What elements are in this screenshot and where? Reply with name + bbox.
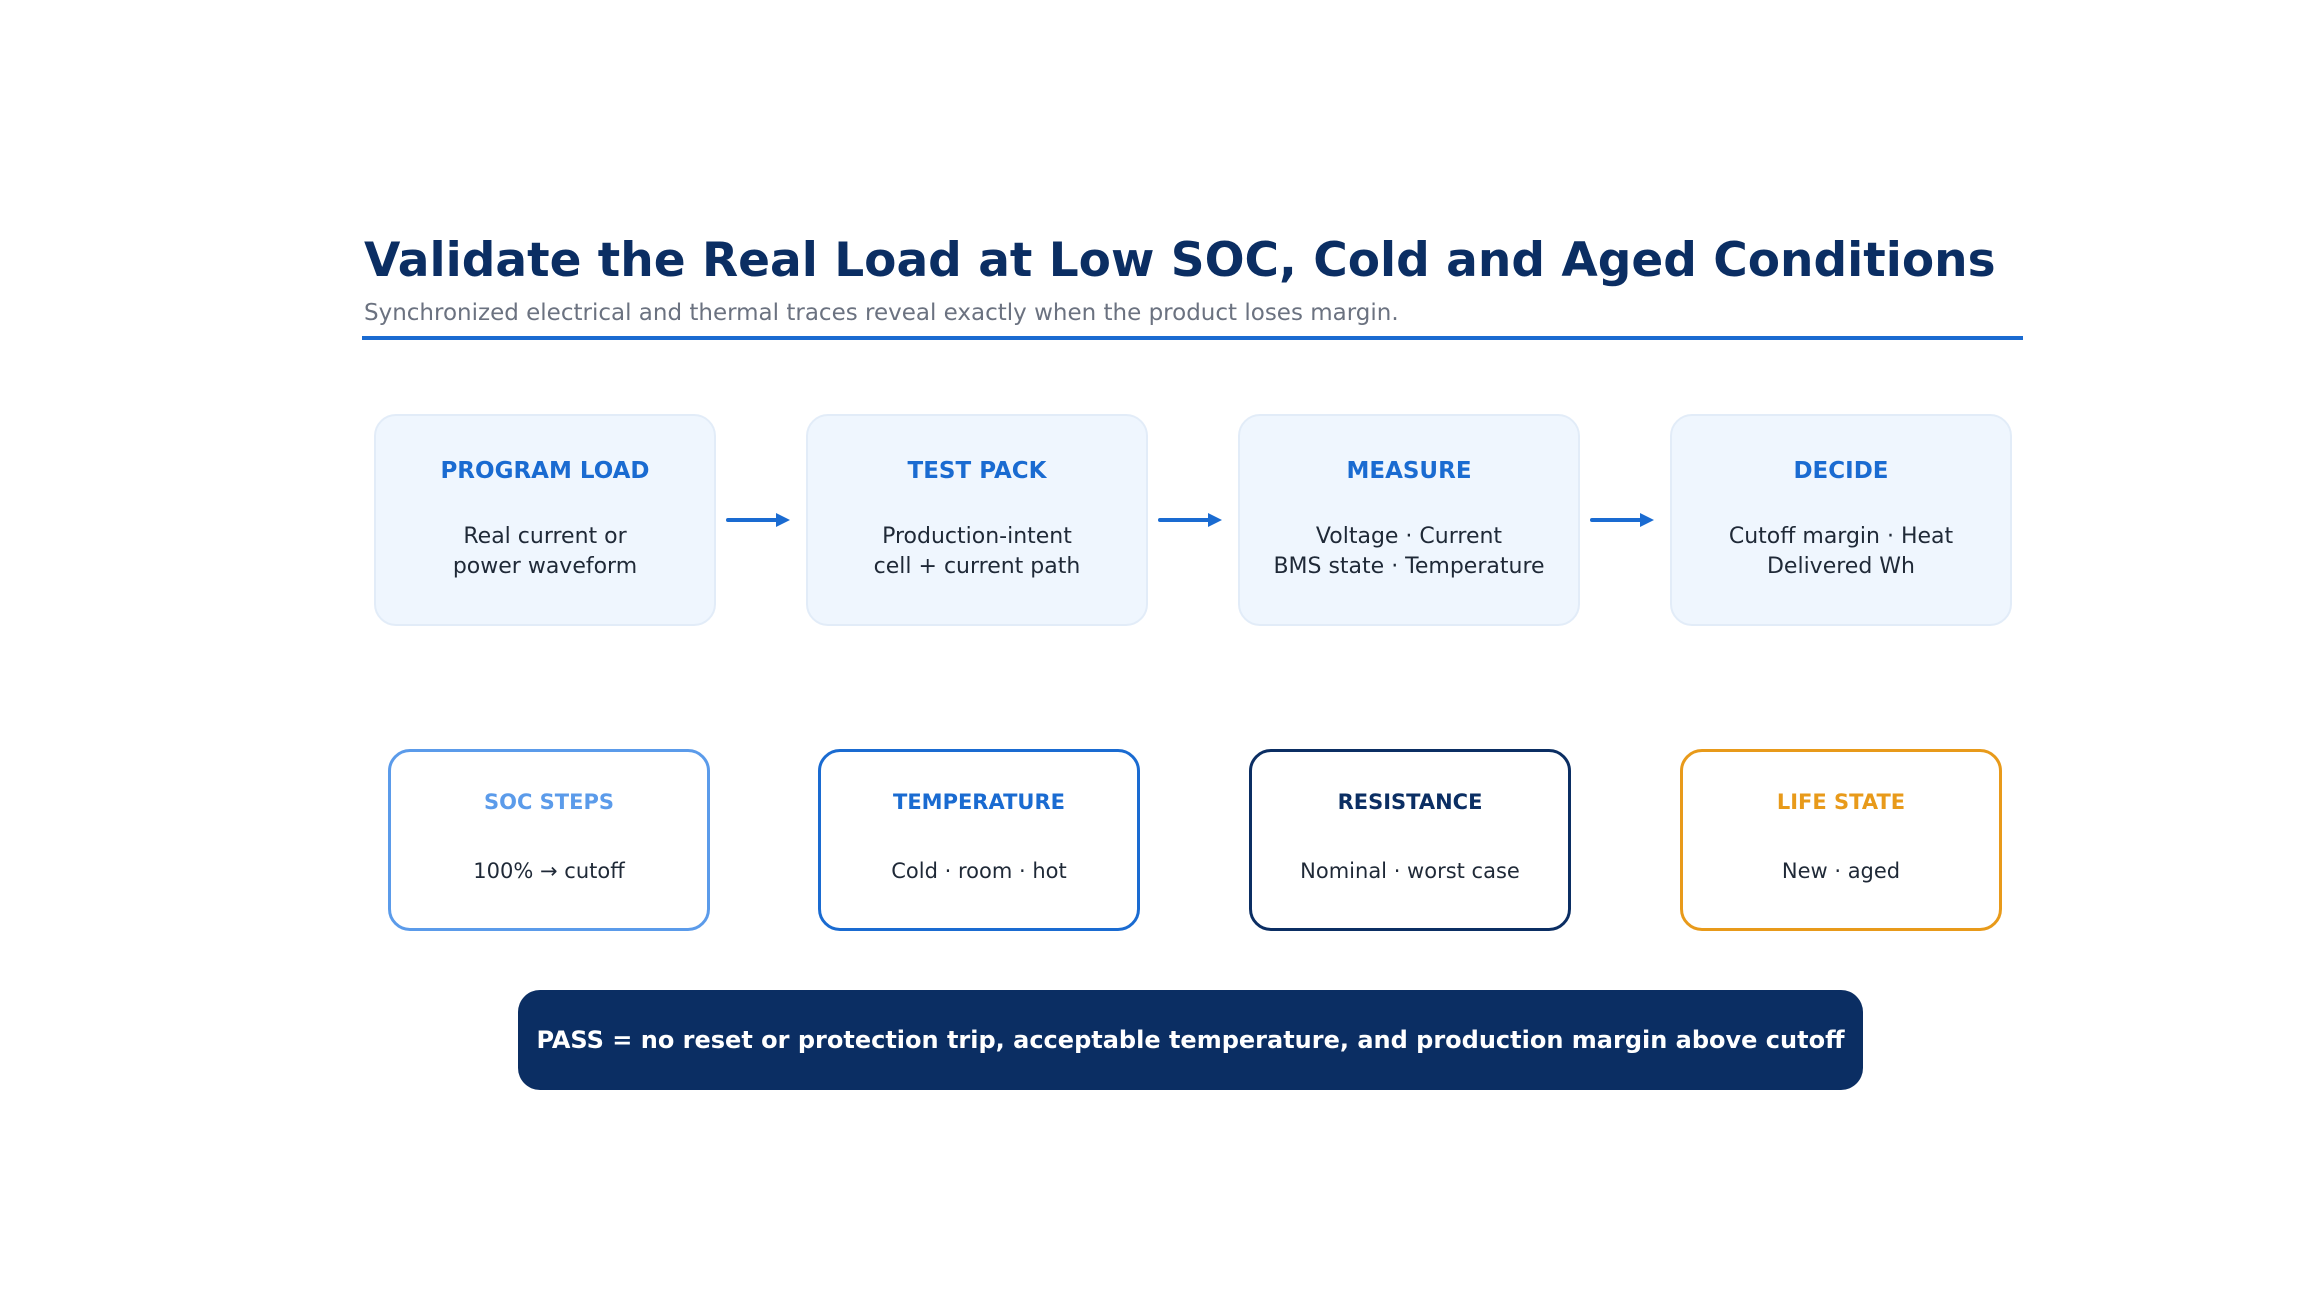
step-line: Cutoff margin · Heat bbox=[1728, 524, 1954, 549]
step-description: Real current or power waveform bbox=[376, 522, 714, 582]
step-line: power waveform bbox=[452, 554, 638, 579]
step-title: PROGRAM LOAD bbox=[440, 458, 650, 484]
arrow-right-icon bbox=[726, 513, 790, 527]
step-measure: MEASURE Voltage · Current BMS state · Te… bbox=[1238, 414, 1580, 626]
condition-title: LIFE STATE bbox=[1776, 790, 1906, 814]
condition-value: New · aged bbox=[1781, 859, 1901, 883]
condition-resistance: RESISTANCE Nominal · worst case bbox=[1249, 749, 1571, 931]
step-program-load: PROGRAM LOAD Real current or power wavef… bbox=[374, 414, 716, 626]
step-description: Production-intent cell + current path bbox=[808, 522, 1146, 582]
condition-value: Cold · room · hot bbox=[891, 859, 1067, 883]
step-description: Cutoff margin · Heat Delivered Wh bbox=[1672, 522, 2010, 582]
condition-life-state: LIFE STATE New · aged bbox=[1680, 749, 2002, 931]
step-line: Voltage · Current bbox=[1315, 524, 1503, 549]
title-divider bbox=[362, 336, 2023, 340]
step-title: TEST PACK bbox=[907, 458, 1047, 484]
condition-value: Nominal · worst case bbox=[1300, 859, 1520, 883]
step-line: Real current or bbox=[463, 524, 627, 549]
step-decide: DECIDE Cutoff margin · Heat Delivered Wh bbox=[1670, 414, 2012, 626]
condition-title: RESISTANCE bbox=[1337, 790, 1483, 814]
step-title: MEASURE bbox=[1346, 458, 1472, 484]
condition-title: SOC STEPS bbox=[483, 790, 614, 814]
condition-value: 100% → cutoff bbox=[473, 859, 625, 883]
step-title: DECIDE bbox=[1793, 458, 1889, 484]
arrow-right-icon bbox=[1590, 513, 1654, 527]
step-line: Delivered Wh bbox=[1766, 554, 1915, 579]
pass-criteria-banner: PASS = no reset or protection trip, acce… bbox=[518, 990, 1863, 1090]
step-line: Production-intent bbox=[882, 524, 1072, 549]
step-line: BMS state · Temperature bbox=[1273, 554, 1545, 579]
step-description: Voltage · Current BMS state · Temperatur… bbox=[1240, 522, 1578, 582]
arrow-right-icon bbox=[1158, 513, 1222, 527]
step-test-pack: TEST PACK Production-intent cell + curre… bbox=[806, 414, 1148, 626]
page-subtitle: Synchronized electrical and thermal trac… bbox=[364, 300, 1399, 326]
condition-title: TEMPERATURE bbox=[893, 790, 1065, 814]
condition-temperature: TEMPERATURE Cold · room · hot bbox=[818, 749, 1140, 931]
step-line: cell + current path bbox=[873, 554, 1081, 579]
condition-soc-steps: SOC STEPS 100% → cutoff bbox=[388, 749, 710, 931]
page-title: Validate the Real Load at Low SOC, Cold … bbox=[364, 233, 1996, 288]
